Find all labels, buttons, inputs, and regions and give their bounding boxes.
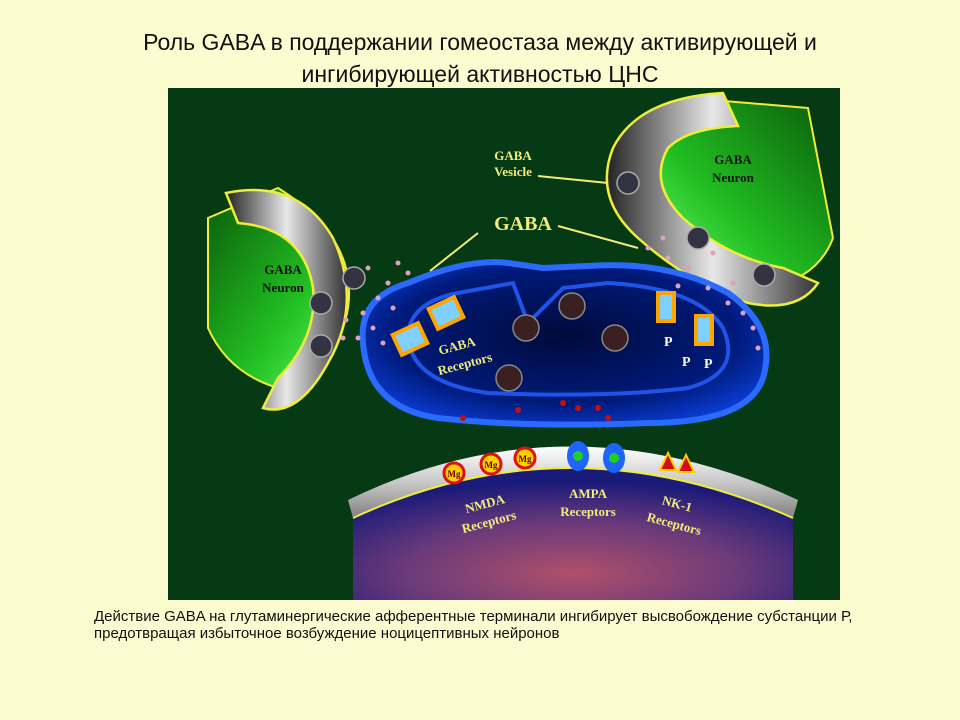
ampa-label-2: Receptors [560, 504, 616, 519]
substance-p-label-2: P [682, 355, 691, 370]
title-line-1: Роль GABA в поддержании гомеостаза между… [143, 29, 817, 55]
label-pointers [429, 175, 639, 272]
mg-label-1: Mg [448, 469, 461, 479]
caption-text: Действие GABA на глутаминергические аффе… [94, 608, 853, 642]
gaba-vesicles [309, 171, 776, 392]
ampa-label-1: AMPA [569, 486, 608, 501]
gaba-vesicle-label-1: GABA [494, 148, 532, 163]
left-neuron-label-2: Neuron [262, 280, 304, 295]
gaba-receptors [390, 294, 466, 358]
right-neuron-label-1: GABA [714, 152, 752, 167]
substance-p-label-3: P [704, 357, 713, 372]
left-neuron-label-1: GABA [264, 262, 302, 277]
slide-title: Роль GABA в поддержании гомеостаза между… [40, 26, 920, 90]
right-neuron-label-2: Neuron [712, 170, 754, 185]
nk1-receptors [658, 450, 696, 473]
mg-label-2: Mg [485, 460, 498, 470]
title-line-2: ингибирующей активностью ЦНС [301, 61, 659, 87]
gaba-diagram: GABA Vesicle GABA GABA Neuron GABA Neuro… [168, 88, 840, 600]
gaba-label: GABA [494, 213, 552, 235]
gaba-molecules [340, 235, 761, 351]
gaba-vesicle-label-2: Vesicle [494, 164, 532, 179]
nmda-receptors [442, 446, 537, 485]
ampa-receptors [567, 441, 625, 473]
substance-p-vesicles [656, 291, 714, 346]
glutamate-molecules [460, 400, 611, 421]
diagram-canvas: GABA Vesicle GABA GABA Neuron GABA Neuro… [207, 91, 835, 600]
substance-p-label-1: P [664, 335, 673, 350]
postsynaptic-neuron [348, 446, 798, 600]
mg-label-3: Mg [519, 454, 532, 464]
